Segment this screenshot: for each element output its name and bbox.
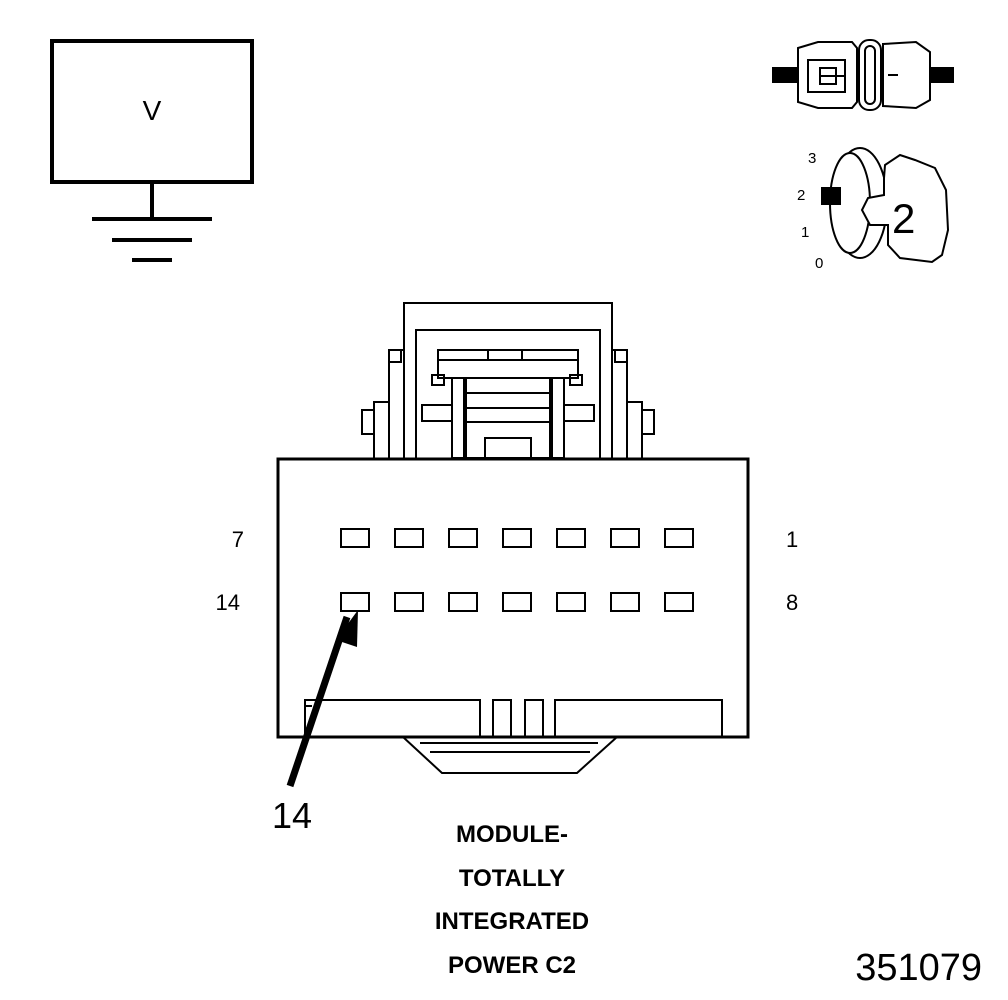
pin-cavity <box>340 528 370 548</box>
ignition-switch-icon <box>821 147 950 264</box>
row2-right-pin-label: 8 <box>786 590 798 615</box>
pin-pointer-arrow <box>286 610 358 788</box>
pin-cavity <box>664 592 694 612</box>
connector-icon <box>772 39 954 111</box>
voltmeter-label: V <box>143 95 162 126</box>
connector-housing <box>276 302 750 774</box>
ignition-key-number: 2 <box>892 195 915 242</box>
ignition-position-0: 0 <box>815 255 823 272</box>
pin-cavity <box>340 592 370 612</box>
caption-line-3: INTEGRATED <box>435 908 589 935</box>
ignition-position-3: 3 <box>808 150 816 167</box>
highlighted-pin-label: 14 <box>272 795 312 836</box>
voltmeter-symbol <box>50 39 254 262</box>
ignition-position-2: 2 <box>797 187 805 204</box>
caption-line-4: POWER C2 <box>448 952 576 979</box>
caption-line-2: TOTALLY <box>459 865 565 892</box>
row2-left-pin-label: 14 <box>216 590 240 615</box>
pin-cavity <box>664 528 694 548</box>
pin-cavity <box>502 528 532 548</box>
row1-left-pin-label: 7 <box>232 527 244 552</box>
ignition-position-1: 1 <box>801 224 809 241</box>
pin-cavity <box>610 528 640 548</box>
pin-cavities <box>340 528 694 612</box>
figure-number: 351079 <box>855 947 982 989</box>
pin-cavity <box>448 592 478 612</box>
pin-cavity <box>394 592 424 612</box>
pin-cavity <box>556 592 586 612</box>
row1-right-pin-label: 1 <box>786 527 798 552</box>
pin-cavity <box>394 528 424 548</box>
pin-cavity <box>610 592 640 612</box>
pin-cavity <box>556 528 586 548</box>
pin-cavity <box>502 592 532 612</box>
pin-cavity <box>448 528 478 548</box>
caption-line-1: MODULE- <box>456 821 568 848</box>
